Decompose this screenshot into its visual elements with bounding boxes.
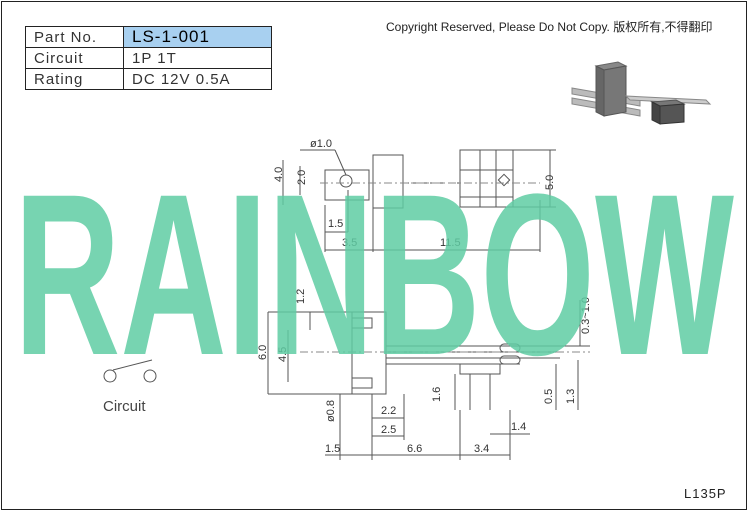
spec-value-circuit: 1P 1T bbox=[123, 47, 272, 69]
dim-side-2-5: 2.5 bbox=[381, 424, 396, 436]
dim-top-11-5: 11.5 bbox=[440, 237, 461, 249]
dim-side-1-3: 1.3 bbox=[565, 389, 577, 404]
dim-side-6-0: 6.0 bbox=[257, 345, 269, 360]
dim-top-4-0: 4.0 bbox=[273, 167, 285, 182]
top-view bbox=[282, 149, 556, 252]
copyright-notice: Copyright Reserved, Please Do Not Copy. … bbox=[386, 20, 713, 34]
dimension-labels: ø1.0 4.0 2.0 1.5 3.5 11.5 5.0 1.2 6.0 4.… bbox=[257, 138, 592, 455]
spec-row-rating: Rating DC 12V 0.5A bbox=[25, 68, 272, 90]
dim-top-5-0: 5.0 bbox=[544, 175, 556, 190]
rainbow-watermark: RAINBOW bbox=[14, 164, 734, 364]
dim-side-3-4: 3.4 bbox=[474, 443, 489, 455]
product-image bbox=[571, 61, 712, 125]
circuit-label: Circuit bbox=[103, 398, 146, 415]
dim-side-0-8: ø0.8 bbox=[325, 400, 337, 422]
dim-side-1-6: 1.6 bbox=[431, 387, 443, 402]
dim-side-6-6: 6.6 bbox=[407, 443, 422, 455]
spec-row-part: Part No. LS-1-001 bbox=[25, 26, 272, 48]
dim-side-range: 0.3~1.0 bbox=[580, 297, 592, 334]
footer-code: L135P bbox=[684, 486, 727, 501]
dim-side-1-2: 1.2 bbox=[295, 289, 307, 304]
spec-value-rating: DC 12V 0.5A bbox=[123, 68, 272, 90]
side-view bbox=[267, 300, 590, 460]
dim-side-4-5: 4.5 bbox=[277, 347, 289, 362]
dim-top-3-5: 3.5 bbox=[342, 237, 357, 249]
dim-side-1-4: 1.4 bbox=[511, 421, 526, 433]
spec-label-rating: Rating bbox=[25, 68, 124, 90]
dim-side-2-2: 2.2 bbox=[381, 405, 396, 417]
dim-side-0-5: 0.5 bbox=[543, 389, 555, 404]
circuit-symbol bbox=[103, 359, 157, 383]
spec-table: Part No. LS-1-001 Circuit 1P 1T Rating D… bbox=[25, 26, 272, 90]
dim-top-2-0: 2.0 bbox=[296, 170, 308, 185]
watermark-text: RAINBOW bbox=[14, 164, 734, 364]
dim-side-1-5: 1.5 bbox=[325, 443, 340, 455]
dim-hole-diameter: ø1.0 bbox=[310, 138, 332, 150]
dim-top-1-5: 1.5 bbox=[328, 218, 343, 230]
spec-row-circuit: Circuit 1P 1T bbox=[25, 47, 272, 69]
